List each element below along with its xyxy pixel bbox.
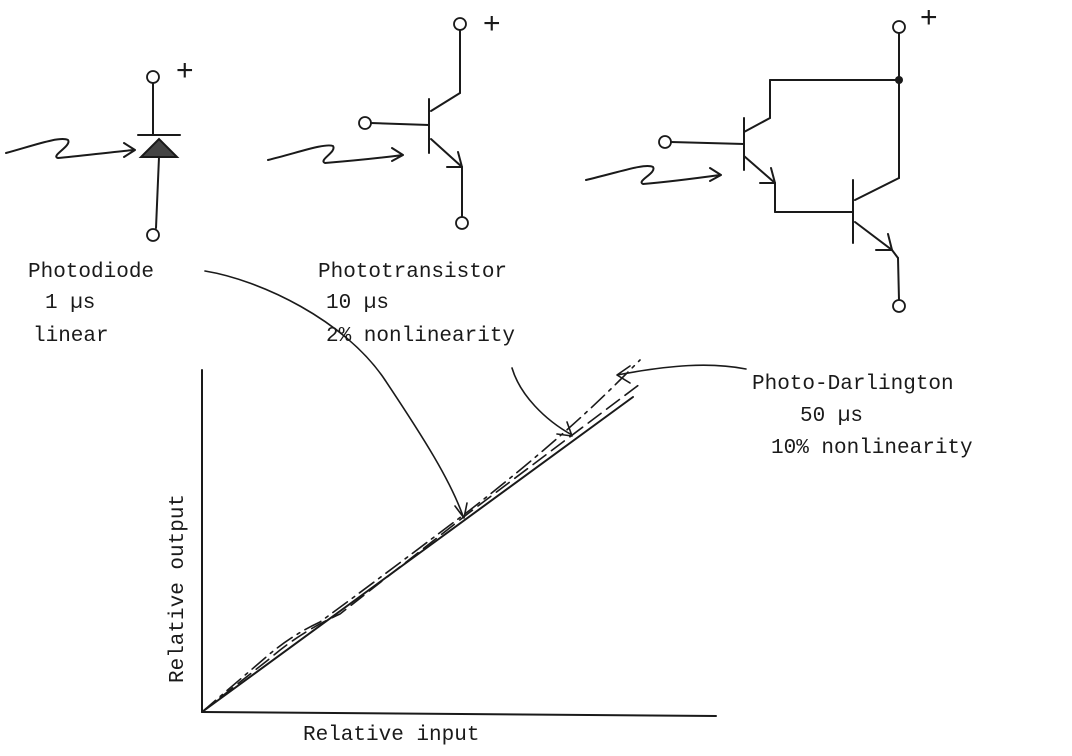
photodarlington-leader-arrow <box>616 364 747 384</box>
photodiode-leader-arrow <box>204 270 468 519</box>
photodiode-name: Photodiode <box>28 261 154 284</box>
photodiode-response-line <box>201 396 634 713</box>
photodarlington-speed: 50 µs <box>800 405 863 428</box>
photodarlington-bottom-terminal <box>892 299 906 313</box>
response-graph: Relative input Relative output <box>167 359 717 747</box>
photodarlington-linearity: 10% nonlinearity <box>771 437 973 460</box>
photodiode-linearity: linear <box>33 325 109 348</box>
photodarlington-caption: Photo-Darlington 50 µs 10% nonlinearity <box>752 373 973 460</box>
photodiode-symbol: + <box>5 54 194 242</box>
photodarlington-response-line <box>201 359 641 713</box>
photodiode-caption: Photodiode 1 µs linear <box>28 261 154 348</box>
phototransistor-top-terminal <box>453 17 467 31</box>
y-axis-label: Relative output <box>167 494 190 683</box>
photodarlington-light-arrow-icon <box>585 165 722 185</box>
phototransistor-light-arrow-icon <box>267 144 404 164</box>
phototransistor-caption: Phototransistor 10 µs 2% nonlinearity <box>318 261 515 348</box>
photodarlington-name: Photo-Darlington <box>752 373 954 396</box>
x-axis <box>201 711 717 717</box>
phototransistor-name: Phototransistor <box>318 261 507 284</box>
phototransistor-linearity: 2% nonlinearity <box>326 325 515 348</box>
photodarlington-top-terminal <box>892 20 906 34</box>
phototransistor-base-terminal <box>358 116 372 130</box>
photodiode-speed: 1 µs <box>45 292 95 315</box>
phototransistor-plus-sign: + <box>483 7 501 40</box>
phototransistor-symbol: + <box>267 7 501 230</box>
phototransistor-bottom-terminal <box>455 216 469 230</box>
photodiode-top-terminal <box>146 70 160 84</box>
photodiode-plus-sign: + <box>176 54 194 87</box>
x-axis-label: Relative input <box>303 724 479 747</box>
photodiode-diode-triangle <box>138 137 180 158</box>
photodiode-light-arrow-icon <box>5 138 136 159</box>
photodiode-bottom-terminal <box>146 228 160 242</box>
phototransistor-speed: 10 µs <box>326 292 389 315</box>
photodarlington-collector-junction <box>895 76 903 84</box>
photodarlington-symbol: + <box>585 1 938 313</box>
photodarlington-plus-sign: + <box>920 1 938 34</box>
photodarlington-base-terminal <box>658 135 672 149</box>
phototransistor-response-line <box>201 383 641 713</box>
phototransistor-leader-arrow <box>511 367 573 437</box>
